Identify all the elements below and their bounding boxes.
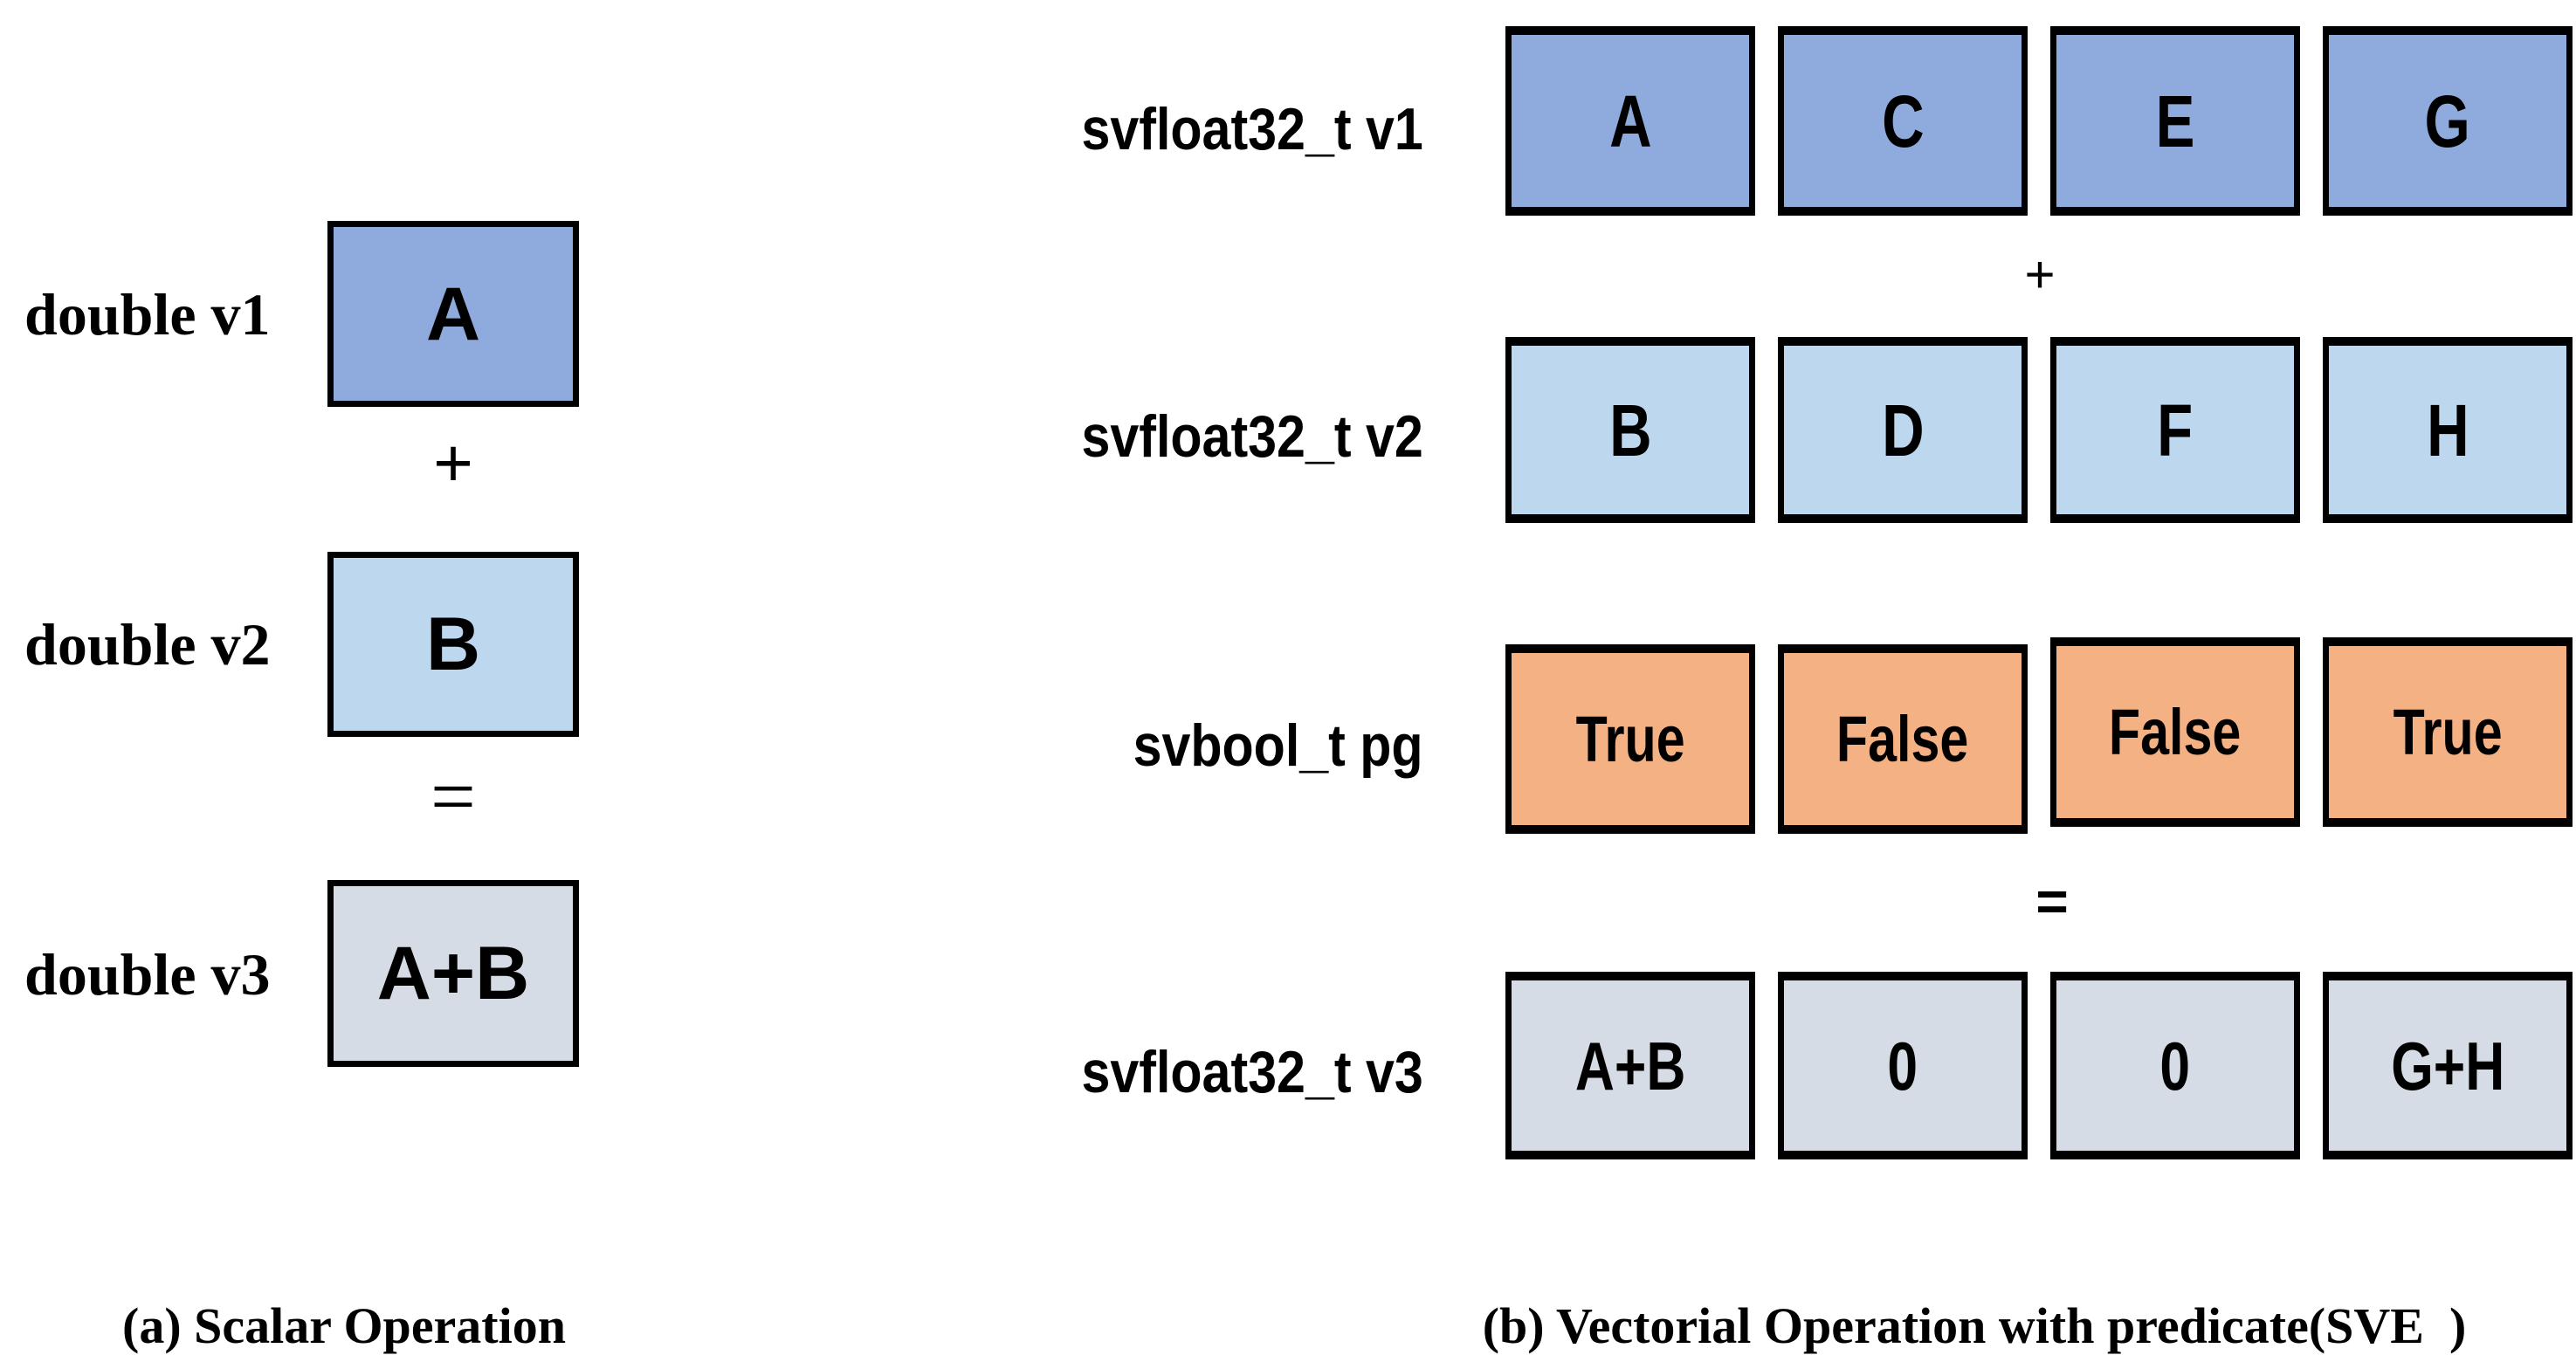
- caption-vectorial-operation: (b) Vectorial Operation with predicate(S…: [1482, 1297, 2467, 1354]
- label-svfloat32-v2: svfloat32_t v2: [1081, 403, 1423, 470]
- plus-operator-left: +: [433, 424, 473, 501]
- vector-v1-lane-1: C: [1778, 26, 2028, 216]
- equals-operator-right: =: [2035, 870, 2069, 932]
- vector-v3-lane-0: A+B: [1505, 972, 1755, 1159]
- predicate-lane-1: False: [1778, 644, 2028, 834]
- vector-v3-lane-1: 0: [1778, 972, 2028, 1159]
- scalar-value-v1: A: [425, 272, 481, 356]
- caption-scalar-operation: (a) Scalar Operation: [122, 1297, 566, 1354]
- lane-value: A+B: [1574, 1027, 1686, 1104]
- lane-value: True: [1575, 702, 1685, 775]
- lane-value: H: [2426, 389, 2469, 471]
- scalar-value-v3: A+B: [376, 932, 530, 1015]
- vector-v2-lane-1: D: [1778, 337, 2028, 523]
- label-svfloat32-v3: svfloat32_t v3: [1081, 1039, 1423, 1105]
- scalar-box-v3: A+B: [327, 880, 579, 1067]
- lane-value: F: [2157, 389, 2194, 471]
- lane-value: False: [1836, 702, 1969, 775]
- vector-v1-lane-0: A: [1505, 26, 1755, 216]
- lane-value: False: [2109, 695, 2242, 768]
- lane-value: D: [1881, 389, 1925, 471]
- vector-v3-lane-2: 0: [2050, 972, 2300, 1159]
- lane-value: G+H: [2390, 1027, 2505, 1104]
- lane-value: B: [1608, 389, 1652, 471]
- scalar-box-v1: A: [327, 221, 579, 407]
- predicate-lane-0: True: [1505, 644, 1755, 834]
- lane-value: 0: [1887, 1027, 1918, 1104]
- lane-value: C: [1881, 79, 1925, 162]
- label-svfloat32-v1: svfloat32_t v1: [1081, 96, 1423, 162]
- vector-v1-lane-3: G: [2323, 26, 2573, 216]
- lane-value: 0: [2159, 1027, 2191, 1104]
- vector-v2-lane-2: F: [2050, 337, 2300, 523]
- vector-v2-lane-0: B: [1505, 337, 1755, 523]
- lane-value: G: [2424, 79, 2471, 162]
- scalar-value-v2: B: [425, 602, 481, 686]
- scalar-box-v2: B: [327, 552, 579, 737]
- label-double-v3: double v3: [24, 941, 271, 1008]
- equals-operator-left: =: [430, 752, 476, 841]
- lane-value: True: [2393, 695, 2503, 768]
- label-svbool-pg: svbool_t pg: [1133, 712, 1423, 779]
- label-double-v1: double v1: [24, 281, 271, 347]
- label-double-v2: double v2: [24, 611, 271, 678]
- predicate-lane-3: True: [2323, 637, 2573, 827]
- plus-operator-right: +: [2024, 245, 2056, 304]
- predicate-lane-2: False: [2050, 637, 2300, 827]
- vector-v2-lane-3: H: [2323, 337, 2573, 523]
- vector-v1-lane-2: E: [2050, 26, 2300, 216]
- lane-value: E: [2155, 79, 2195, 162]
- lane-value: A: [1608, 79, 1652, 162]
- vector-v3-lane-3: G+H: [2323, 972, 2573, 1159]
